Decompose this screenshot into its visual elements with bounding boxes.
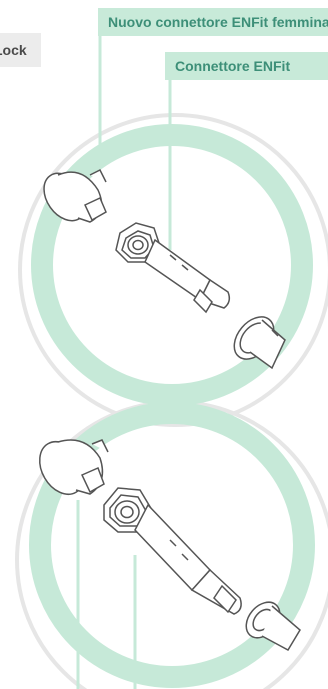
hex-connector-top bbox=[116, 223, 229, 312]
hex-connector-bottom bbox=[104, 488, 241, 614]
lock-label: Lock bbox=[0, 33, 41, 67]
enfit-connector-label: Connettore ENFit bbox=[165, 52, 328, 80]
new-female-enfit-connector-label: Nuovo connettore ENFit femmina bbox=[98, 8, 328, 36]
